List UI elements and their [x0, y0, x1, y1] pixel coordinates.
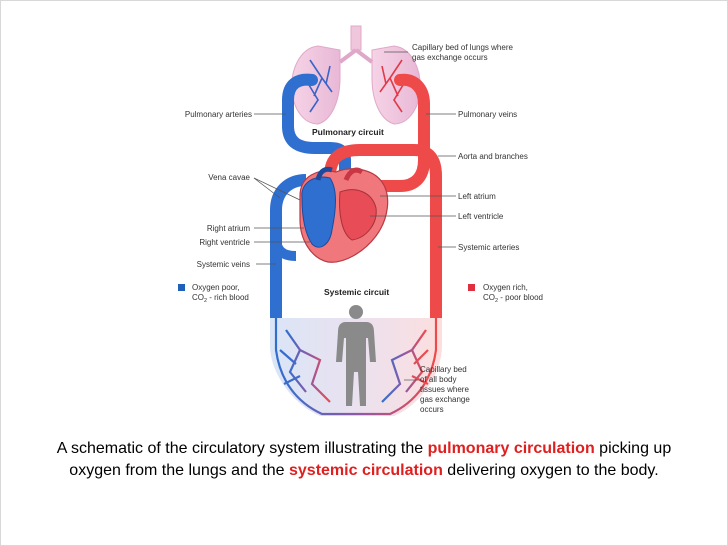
- human-silhouette-icon: [336, 305, 376, 406]
- label-systemic-arteries: Systemic arteries: [458, 243, 519, 252]
- label-right-ventricle: Right ventricle: [199, 238, 250, 247]
- legend-oxygen-rich-line2: CO2 - poor blood: [483, 293, 543, 304]
- label-systemic-veins: Systemic veins: [197, 260, 250, 269]
- label-capillary-lungs-2: gas exchange occurs: [412, 53, 488, 62]
- caption-part2: picking up oxygen from the lungs and the: [69, 440, 672, 479]
- label-right-atrium: Right atrium: [207, 224, 250, 233]
- label-capillary-lungs-1: Capillary bed of lungs where: [412, 43, 513, 52]
- caption-part1: A schematic of the circulatory system il…: [56, 440, 428, 457]
- label-left-ventricle: Left ventricle: [458, 212, 504, 221]
- legend-oxygen-rich: Oxygen rich, CO2 - poor blood: [468, 283, 543, 304]
- label-capillary-body-3: tissues where: [420, 385, 469, 394]
- label-capillary-body-2: of all body: [420, 375, 456, 384]
- label-vena-cavae: Vena cavae: [208, 173, 250, 182]
- label-aorta: Aorta and branches: [458, 152, 528, 161]
- legend-oxygen-poor-line1: Oxygen poor,: [192, 283, 240, 292]
- legend-swatch-blue: [178, 284, 185, 291]
- lungs: [291, 25, 421, 125]
- label-pulmonary-arteries: Pulmonary arteries: [185, 110, 252, 119]
- caption: A schematic of the circulatory system il…: [30, 438, 698, 482]
- systemic-veins-vessel: [270, 174, 307, 318]
- caption-highlight-pulmonary: pulmonary circulation: [427, 440, 595, 457]
- pulmonary-veins-vessel: [366, 73, 430, 192]
- caption-highlight-systemic: systemic circulation: [289, 462, 443, 479]
- caption-part3: delivering oxygen to the body.: [442, 462, 659, 479]
- legend-oxygen-poor: Oxygen poor, CO2 - rich blood: [178, 283, 249, 304]
- label-pulmonary-veins: Pulmonary veins: [458, 110, 517, 119]
- label-left-atrium: Left atrium: [458, 192, 496, 201]
- label-capillary-body-1: Capillary bed: [420, 365, 467, 374]
- legend-oxygen-poor-line2: CO2 - rich blood: [192, 293, 249, 304]
- heart: [299, 166, 389, 263]
- legend-swatch-red: [468, 284, 475, 291]
- leader-lines: [253, 51, 456, 381]
- label-pulmonary-circuit: Pulmonary circuit: [312, 127, 384, 137]
- aorta-vessel: [324, 144, 442, 318]
- label-systemic-circuit: Systemic circuit: [324, 287, 389, 297]
- label-capillary-body-4: gas exchange: [420, 395, 470, 404]
- legend-oxygen-rich-line1: Oxygen rich,: [483, 283, 528, 292]
- label-capillary-body-5: occurs: [420, 405, 444, 414]
